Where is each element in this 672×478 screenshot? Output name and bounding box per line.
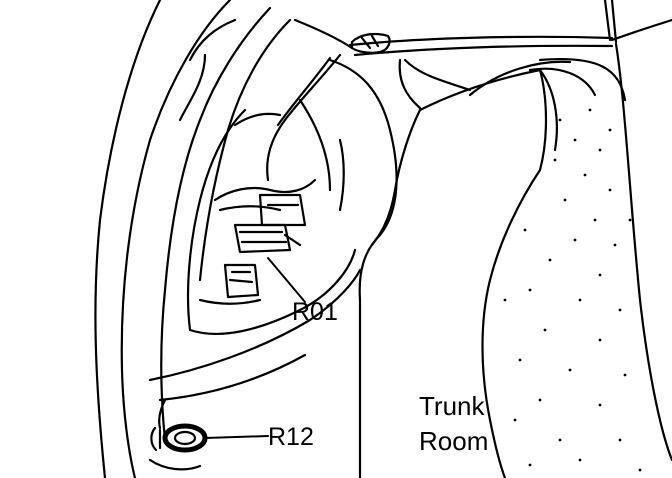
label-trunk-room-line1: Trunk xyxy=(419,391,485,421)
connector-lower xyxy=(198,263,262,305)
top-clip xyxy=(350,32,391,54)
carpet-stipple xyxy=(503,108,642,472)
carpet-area xyxy=(468,18,672,462)
leader-r01 xyxy=(267,257,306,303)
label-r01: R01 xyxy=(292,298,338,326)
label-r12: R12 xyxy=(268,423,314,451)
bulb-socket-r12 xyxy=(148,398,208,471)
trunk-lid-edge xyxy=(293,0,618,57)
connector-r01 xyxy=(233,193,307,254)
wire-harness xyxy=(213,53,345,212)
body-outline xyxy=(94,0,292,478)
inner-cavity xyxy=(148,108,362,402)
trunk-side-panel xyxy=(328,58,558,478)
leader-lines xyxy=(204,257,306,439)
leader-r12 xyxy=(204,435,269,439)
label-trunk-room-line2: Room xyxy=(419,426,489,456)
